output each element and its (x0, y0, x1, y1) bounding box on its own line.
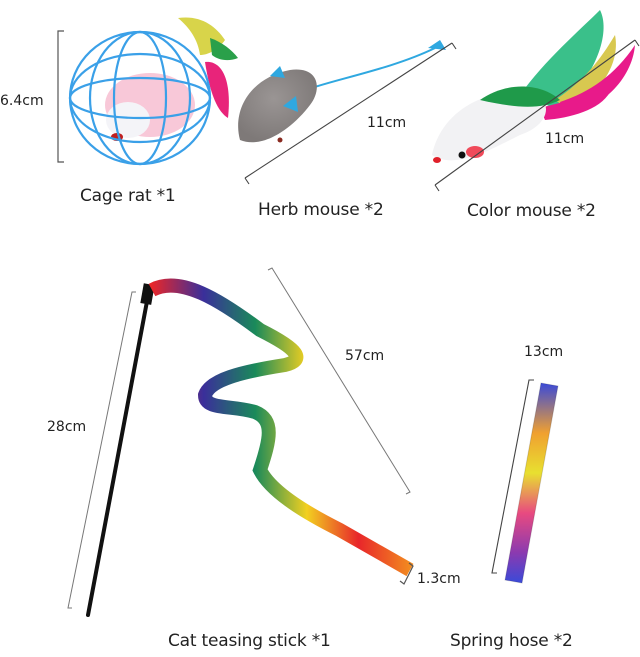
ribbon-length-bracket (267, 267, 411, 495)
ribbon-length-dimension: 57cm (345, 348, 385, 364)
cage-rat-label: Cage rat *1 (80, 186, 176, 206)
spring-hose-dimension: 13cm (524, 344, 564, 360)
color-mouse (432, 10, 635, 163)
herb-mouse-label: Herb mouse *2 (258, 200, 384, 220)
stick-length-dimension: 28cm (47, 419, 87, 435)
herb-mouse (238, 40, 446, 143)
cage-rat-mouse (105, 73, 195, 141)
herb-mouse-dimension-line (244, 42, 457, 185)
ribbon-width-dimension: 1.3cm (417, 571, 461, 587)
herb-mouse-dimension: 11cm (367, 115, 407, 131)
ribbon-width-bracket (399, 562, 414, 585)
spring-hose-label: Spring hose *2 (450, 631, 573, 651)
rainbow-ribbon (148, 278, 414, 577)
color-mouse-dimension: 11cm (545, 131, 585, 147)
cat-teasing-stick-label: Cat teasing stick *1 (168, 631, 331, 651)
spring-hose (504, 382, 559, 584)
cage-rat-dimension: 6.4cm (0, 93, 44, 109)
stick-dimension-bracket (67, 291, 136, 609)
teasing-stick (86, 283, 155, 617)
cage-ball (68, 30, 212, 166)
color-mouse-dimension-line (434, 39, 640, 192)
spring-hose-dimension-bracket (491, 379, 534, 574)
color-mouse-label: Color mouse *2 (467, 201, 596, 221)
cage-rat-feathers (178, 17, 238, 118)
cage-rat-dimension-bracket (57, 30, 64, 163)
